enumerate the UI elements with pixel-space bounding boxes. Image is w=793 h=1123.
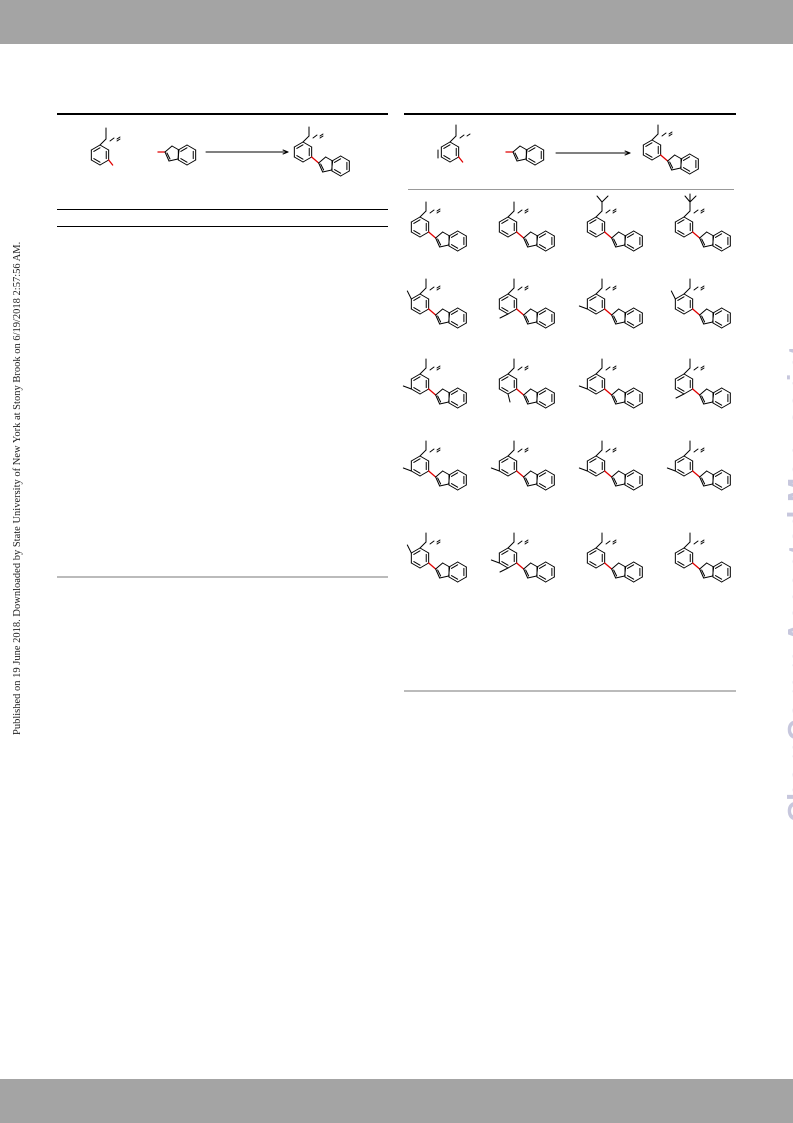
scope-general-product bbox=[642, 124, 699, 175]
product-3 bbox=[586, 195, 643, 252]
table-top-rule bbox=[57, 113, 388, 115]
product-14 bbox=[490, 440, 555, 491]
product-8 bbox=[670, 278, 731, 329]
substrate-scope-scheme bbox=[402, 124, 731, 583]
product-9 bbox=[402, 358, 467, 409]
product-5 bbox=[406, 278, 467, 329]
scope-benzothiophene-reagent bbox=[505, 144, 545, 166]
scope-reactant-arene bbox=[437, 124, 471, 163]
reaction-scheme-left bbox=[90, 126, 350, 177]
product-6 bbox=[498, 278, 555, 329]
product-20 bbox=[674, 532, 731, 583]
product-12 bbox=[674, 358, 731, 409]
reactant-arene bbox=[90, 127, 121, 166]
scheme-divider-rule bbox=[408, 189, 734, 190]
product-16 bbox=[666, 440, 731, 491]
product-17 bbox=[406, 532, 467, 583]
product-11 bbox=[578, 358, 643, 409]
benzothiophene-reagent bbox=[157, 144, 197, 166]
product-1 bbox=[410, 201, 467, 252]
scope-reaction-arrow bbox=[555, 150, 631, 156]
product-18 bbox=[490, 532, 555, 583]
product-4 bbox=[674, 193, 731, 252]
header-bar bbox=[0, 0, 793, 44]
product-10 bbox=[498, 358, 555, 409]
product-15 bbox=[578, 440, 643, 491]
coupled-product bbox=[293, 126, 350, 177]
reaction-arrow bbox=[205, 149, 289, 155]
scheme-top-rule bbox=[404, 113, 736, 115]
footer-bar bbox=[0, 1079, 793, 1123]
scheme-bottom-rule bbox=[404, 690, 736, 692]
product-2 bbox=[498, 201, 555, 252]
table-bottom-rule bbox=[57, 576, 388, 578]
product-7 bbox=[578, 278, 643, 329]
table-column-rule bbox=[57, 226, 388, 227]
product-19 bbox=[586, 532, 643, 583]
table-header-rule bbox=[57, 209, 388, 210]
product-13 bbox=[402, 440, 467, 491]
